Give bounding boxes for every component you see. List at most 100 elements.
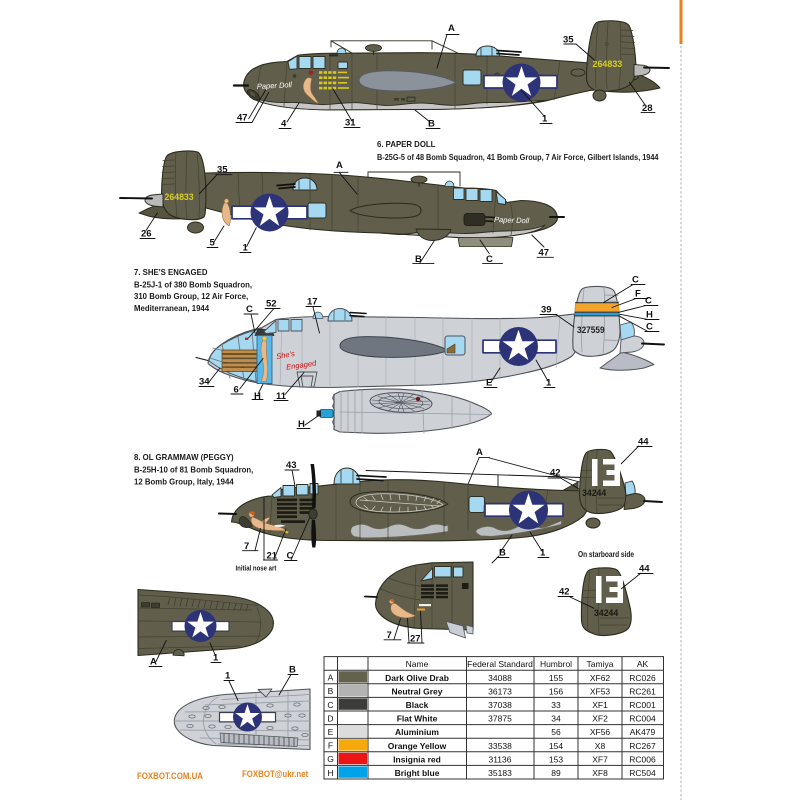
svg-text:XF7: XF7	[592, 754, 608, 764]
svg-text:1: 1	[546, 378, 552, 389]
svg-text:47: 47	[237, 113, 248, 124]
svg-text:7. SHE'S ENGAGED: 7. SHE'S ENGAGED	[134, 268, 208, 277]
svg-text:26: 26	[141, 229, 152, 240]
svg-text:28: 28	[642, 103, 653, 114]
svg-text:1: 1	[225, 671, 231, 682]
svg-text:E: E	[486, 378, 492, 389]
svg-text:XF2: XF2	[592, 714, 608, 724]
svg-text:34244: 34244	[594, 608, 619, 618]
svg-text:327559: 327559	[577, 325, 605, 335]
svg-text:A: A	[328, 673, 334, 683]
svg-text:34: 34	[199, 377, 210, 388]
svg-text:C: C	[246, 304, 253, 315]
svg-text:154: 154	[549, 741, 563, 751]
svg-text:5: 5	[210, 238, 216, 249]
svg-text:264833: 264833	[593, 59, 623, 69]
svg-text:RC504: RC504	[629, 768, 656, 778]
svg-text:6. PAPER DOLL: 6. PAPER DOLL	[377, 140, 435, 149]
svg-text:Tamiya: Tamiya	[587, 659, 614, 669]
svg-text:H: H	[646, 310, 653, 321]
svg-text:1: 1	[540, 548, 546, 559]
svg-text:Black: Black	[406, 700, 429, 710]
svg-text:33538: 33538	[488, 741, 512, 751]
svg-text:E: E	[328, 727, 334, 737]
svg-text:C: C	[287, 551, 294, 562]
svg-text:17: 17	[307, 297, 318, 308]
svg-text:310 Bomb Group, 12 Air Force,: 310 Bomb Group, 12 Air Force,	[134, 292, 248, 301]
svg-text:11: 11	[276, 391, 287, 402]
svg-text:27: 27	[410, 634, 421, 645]
svg-text:She’s: She’s	[275, 349, 295, 361]
svg-text:44: 44	[639, 564, 650, 575]
svg-text:1: 1	[213, 653, 219, 664]
svg-text:35: 35	[217, 165, 228, 176]
svg-text:56: 56	[551, 727, 561, 737]
svg-text:C: C	[486, 254, 493, 265]
svg-text:B-25G-5 of 48 Bomb Squadron, 4: B-25G-5 of 48 Bomb Squadron, 41 Bomb Gro…	[377, 153, 659, 163]
svg-text:7: 7	[387, 630, 392, 641]
svg-text:D: D	[327, 713, 333, 723]
svg-text:Humbrol: Humbrol	[540, 659, 572, 669]
svg-text:21: 21	[267, 551, 278, 562]
svg-text:37038: 37038	[488, 700, 512, 710]
svg-text:34088: 34088	[488, 673, 512, 683]
svg-text:43: 43	[286, 460, 297, 471]
svg-text:35: 35	[563, 35, 574, 46]
svg-text:Name: Name	[406, 659, 429, 669]
svg-text:B: B	[328, 686, 334, 696]
svg-text:C: C	[646, 322, 653, 333]
svg-text:Aluminium: Aluminium	[395, 727, 439, 737]
svg-text:G: G	[327, 754, 334, 764]
svg-text:1: 1	[243, 243, 249, 254]
svg-text:89: 89	[551, 768, 561, 778]
svg-text:153: 153	[549, 754, 563, 764]
svg-text:Initial nose art: Initial nose art	[236, 565, 278, 573]
svg-text:37875: 37875	[488, 714, 512, 724]
svg-text:Bright blue: Bright blue	[395, 768, 440, 778]
svg-text:39: 39	[541, 305, 552, 316]
svg-text:Neutral Grey: Neutral Grey	[391, 686, 442, 696]
svg-text:XF8: XF8	[592, 768, 608, 778]
svg-text:44: 44	[638, 437, 649, 448]
svg-text:FOXBOT.COM.UA: FOXBOT.COM.UA	[137, 770, 204, 781]
svg-text:31: 31	[345, 118, 356, 129]
svg-text:Dark Olive Drab: Dark Olive Drab	[385, 673, 449, 683]
svg-text:RC004: RC004	[629, 714, 656, 724]
svg-text:C: C	[327, 700, 333, 710]
svg-text:H: H	[254, 391, 261, 402]
svg-text:C: C	[645, 296, 652, 307]
svg-text:42: 42	[559, 587, 570, 598]
svg-text:XF53: XF53	[590, 686, 611, 696]
svg-text:35183: 35183	[488, 768, 512, 778]
svg-text:Orange Yellow: Orange Yellow	[388, 741, 447, 751]
svg-text:12 Bomb Group, Italy, 1944: 12 Bomb Group, Italy, 1944	[134, 477, 234, 486]
svg-text:34: 34	[551, 714, 561, 724]
svg-text:On starboard side: On starboard side	[578, 549, 634, 559]
svg-text:7: 7	[244, 541, 249, 552]
svg-text:156: 156	[549, 686, 563, 696]
svg-text:B: B	[289, 665, 296, 676]
svg-text:B-25H-10 of 81 Bomb Squadron,: B-25H-10 of 81 Bomb Squadron,	[134, 465, 253, 474]
svg-text:Federal Standard: Federal Standard	[467, 659, 533, 669]
svg-text:AK479: AK479	[630, 727, 656, 737]
svg-text:Paper Doll: Paper Doll	[494, 215, 530, 225]
svg-text:F: F	[635, 289, 641, 300]
svg-text:RC267: RC267	[629, 741, 656, 751]
svg-text:264833: 264833	[165, 192, 194, 202]
svg-text:B-25J-1 of 380 Bomb Squadron,: B-25J-1 of 380 Bomb Squadron,	[134, 280, 252, 289]
svg-text:B: B	[428, 119, 435, 130]
svg-text:Paper Doll: Paper Doll	[257, 80, 293, 91]
svg-text:XF62: XF62	[590, 673, 611, 683]
svg-text:F: F	[328, 741, 333, 751]
svg-text:47: 47	[539, 248, 550, 259]
svg-text:A: A	[336, 160, 343, 171]
svg-text:8. OL GRAMMAW (PEGGY): 8. OL GRAMMAW (PEGGY)	[134, 453, 234, 462]
svg-text:A: A	[476, 447, 483, 458]
svg-text:Mediterranean, 1944: Mediterranean, 1944	[134, 304, 210, 313]
svg-text:RC006: RC006	[629, 754, 656, 764]
svg-text:4: 4	[281, 119, 287, 130]
svg-text:RC001: RC001	[629, 700, 656, 710]
svg-text:42: 42	[550, 468, 561, 479]
svg-text:B: B	[415, 254, 422, 265]
svg-text:RC026: RC026	[629, 673, 656, 683]
